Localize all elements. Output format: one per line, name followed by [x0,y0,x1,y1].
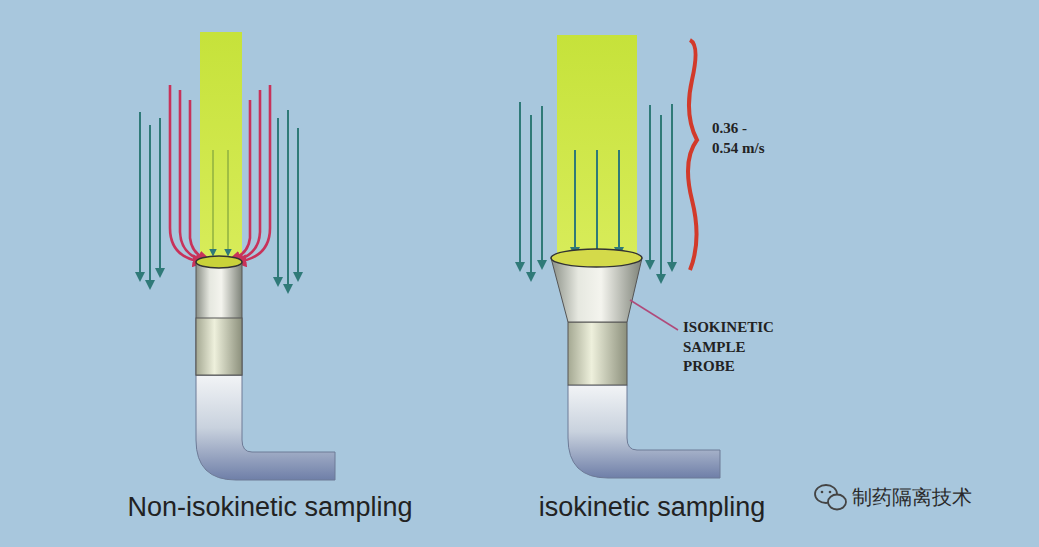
stream-arrows [213,150,228,255]
caption-text: isokinetic sampling [539,492,766,523]
particle-stream [200,32,242,264]
probe-inlet [551,249,642,267]
wechat-icon [815,485,846,510]
velocity-label: 0.36 - 0.54 m/s [712,118,767,159]
airflow-arrows [520,102,672,282]
probe-collar [196,318,242,375]
probe-inlet [196,256,242,268]
part-label: ISOKINETIC SAMPLE PROBE [683,318,795,377]
velocity-brace [688,40,697,270]
non-isokinetic-figure [140,32,335,480]
sample-tube [196,375,335,480]
sample-tube [568,385,720,478]
isokinetic-figure [520,35,720,478]
converging-flow-arrows [170,85,270,262]
particle-stream [557,35,637,261]
leader-line [630,300,678,330]
probe-body [568,322,627,385]
probe-body [196,262,242,375]
watermark: 制药隔离技术 [852,484,972,511]
airflow-arrows [140,110,298,292]
caption-text: Non-isokinetic sampling [127,492,412,523]
